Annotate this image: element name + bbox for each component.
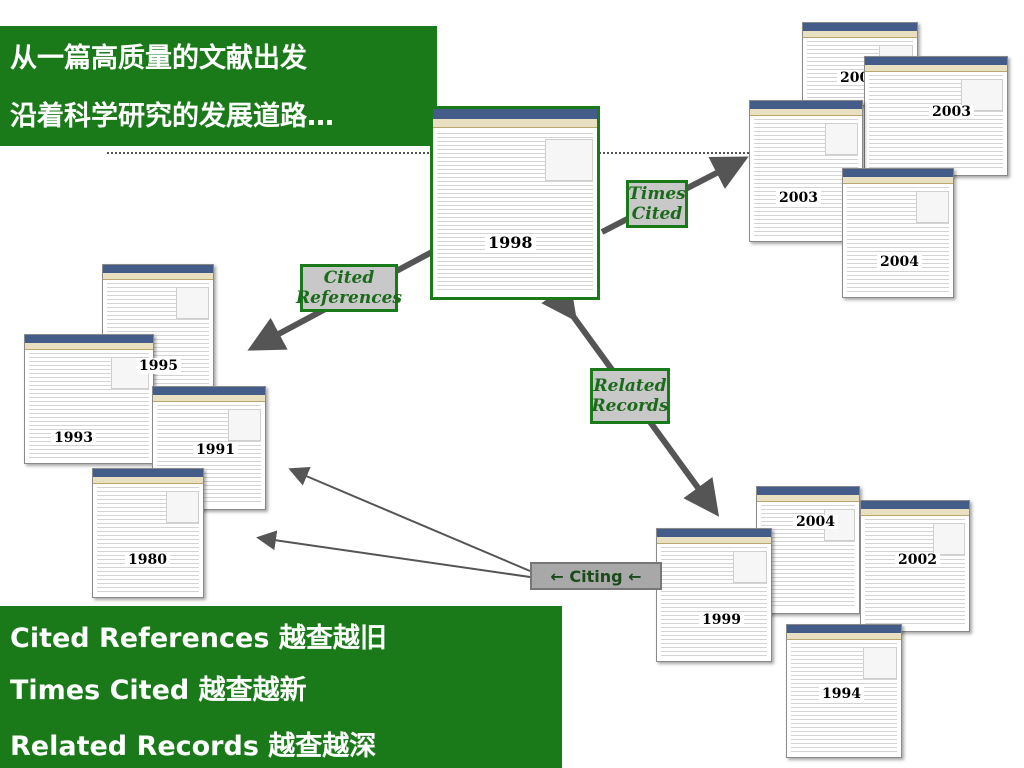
document-thumbnail: 1993 [24,334,154,464]
year-label: 1999 [699,613,744,627]
document-thumbnail: 1980 [92,468,204,598]
related-records-label: Related Records [590,368,670,424]
summary-box: Cited References 越查越旧 Times Cited 越查越新 R… [0,606,562,768]
year-label: 1994 [819,687,864,701]
year-label: 1991 [193,443,238,457]
year-label: 2003 [929,105,974,119]
document-thumbnail: 1994 [786,624,902,758]
times-cited-label: Times Cited [626,180,688,228]
document-thumbnail: 2003 [864,56,1008,176]
year-label: 2004 [793,515,838,529]
year-label: 2004 [877,255,922,269]
summary-line-3: Related Records 越查越深 [10,731,377,762]
document-thumbnail: 2002 [860,500,970,632]
title-box: 从一篇高质量的文献出发 沿着科学研究的发展道路… [0,26,437,146]
document-thumbnail: 2004 [842,168,954,298]
title-line-1: 从一篇高质量的文献出发 [10,43,307,74]
year-label: 1998 [485,235,536,251]
summary-line-1: Cited References 越查越旧 [10,623,387,654]
title-line-2: 沿着科学研究的发展道路… [10,101,334,132]
central-document[interactable]: 1998 [430,106,600,300]
year-label: 2003 [776,191,821,205]
year-label: 1995 [136,358,181,374]
citing-arrow-upper [288,467,531,572]
document-thumbnail: 2004 [756,486,860,614]
cited-references-label: Cited References [296,264,402,312]
year-label: 1993 [51,431,96,445]
year-label: 2002 [895,553,940,567]
year-label: 1980 [125,553,170,567]
citing-arrow-lower [256,530,531,578]
summary-line-2: Times Cited 越查越新 [10,675,307,706]
citing-label: ← Citing ← [530,562,662,590]
document-thumbnail: 1999 [656,528,772,662]
